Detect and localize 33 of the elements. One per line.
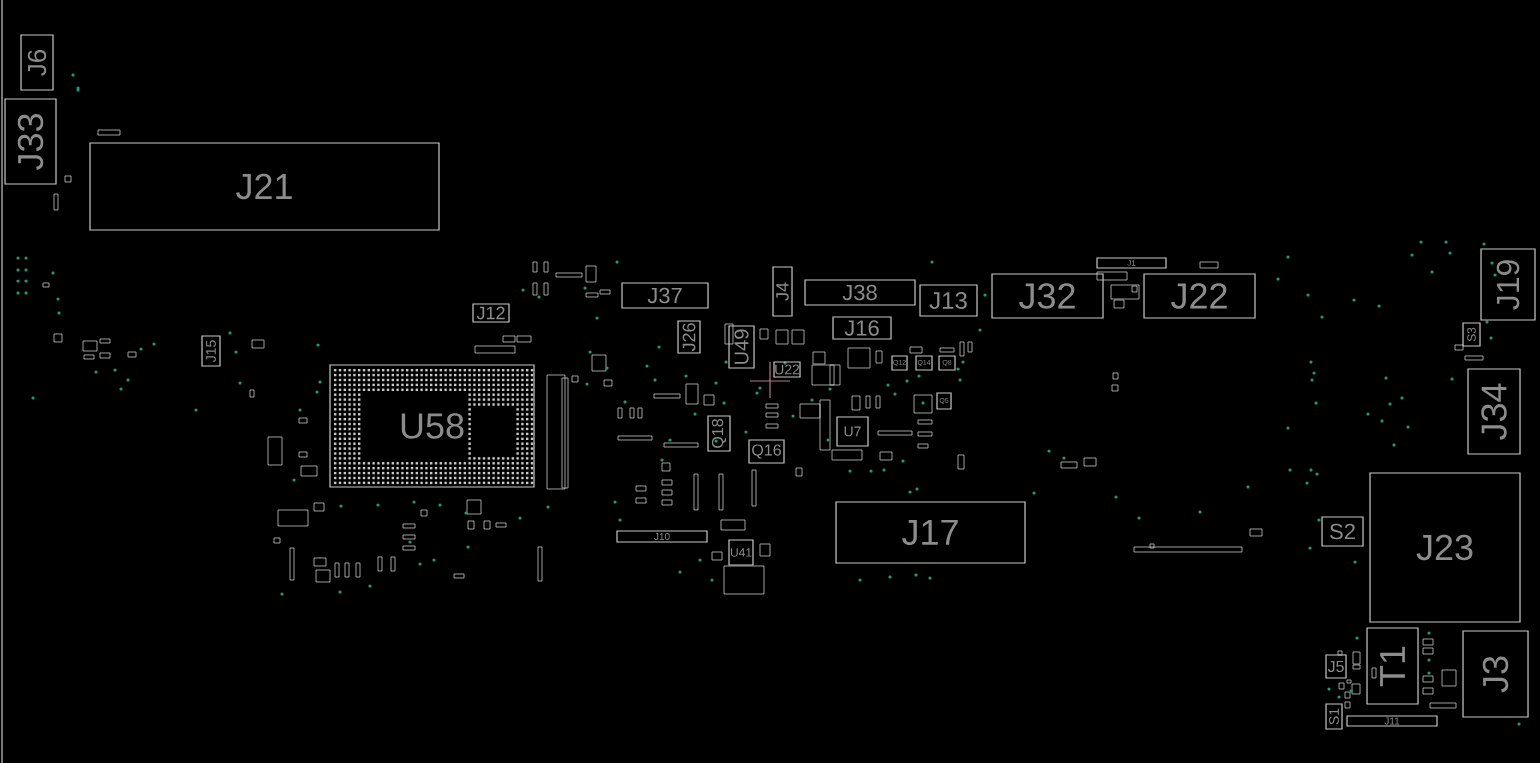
component-outline: J22 bbox=[1143, 273, 1256, 319]
component-outline: J10 bbox=[616, 530, 708, 543]
component-outline: Q18 bbox=[707, 415, 731, 452]
component-outline: U22 bbox=[773, 361, 801, 378]
component-outline: U41 bbox=[728, 539, 754, 566]
component-outline: J6 bbox=[20, 34, 54, 91]
component-outline: J15 bbox=[201, 335, 221, 367]
component-outline: J33 bbox=[4, 98, 57, 185]
component-outline: J17 bbox=[835, 501, 1026, 564]
component-outline: Q16 bbox=[748, 439, 785, 464]
component-outline: J37 bbox=[621, 282, 709, 309]
component-outline: J3 bbox=[1462, 630, 1529, 718]
component-outline: S2 bbox=[1321, 516, 1364, 547]
component-outline: J11 bbox=[1346, 715, 1438, 727]
component-outline: J32 bbox=[991, 273, 1104, 319]
component-outline: J21 bbox=[89, 142, 440, 231]
component-outline: U49 bbox=[728, 325, 755, 369]
component-outline: J19 bbox=[1480, 248, 1536, 321]
component-outline: U7 bbox=[836, 416, 869, 447]
component-outline: J4 bbox=[772, 266, 793, 317]
component-outline: J13 bbox=[919, 284, 978, 317]
component-outline: S1 bbox=[1325, 703, 1343, 730]
component-outline: J5 bbox=[1325, 654, 1347, 679]
component-outline: J34 bbox=[1467, 368, 1521, 455]
component-outline: S3 bbox=[1462, 322, 1481, 347]
component-outline: J1 bbox=[1096, 257, 1167, 269]
component-outline: U58 bbox=[329, 364, 535, 488]
component-outline: J38 bbox=[804, 279, 916, 306]
component-outline: J23 bbox=[1369, 472, 1521, 623]
component-outline: J26 bbox=[677, 320, 701, 354]
component-outline: T1 bbox=[1366, 627, 1419, 705]
component-outline: J16 bbox=[832, 316, 892, 340]
component-outline: J12 bbox=[472, 303, 510, 323]
